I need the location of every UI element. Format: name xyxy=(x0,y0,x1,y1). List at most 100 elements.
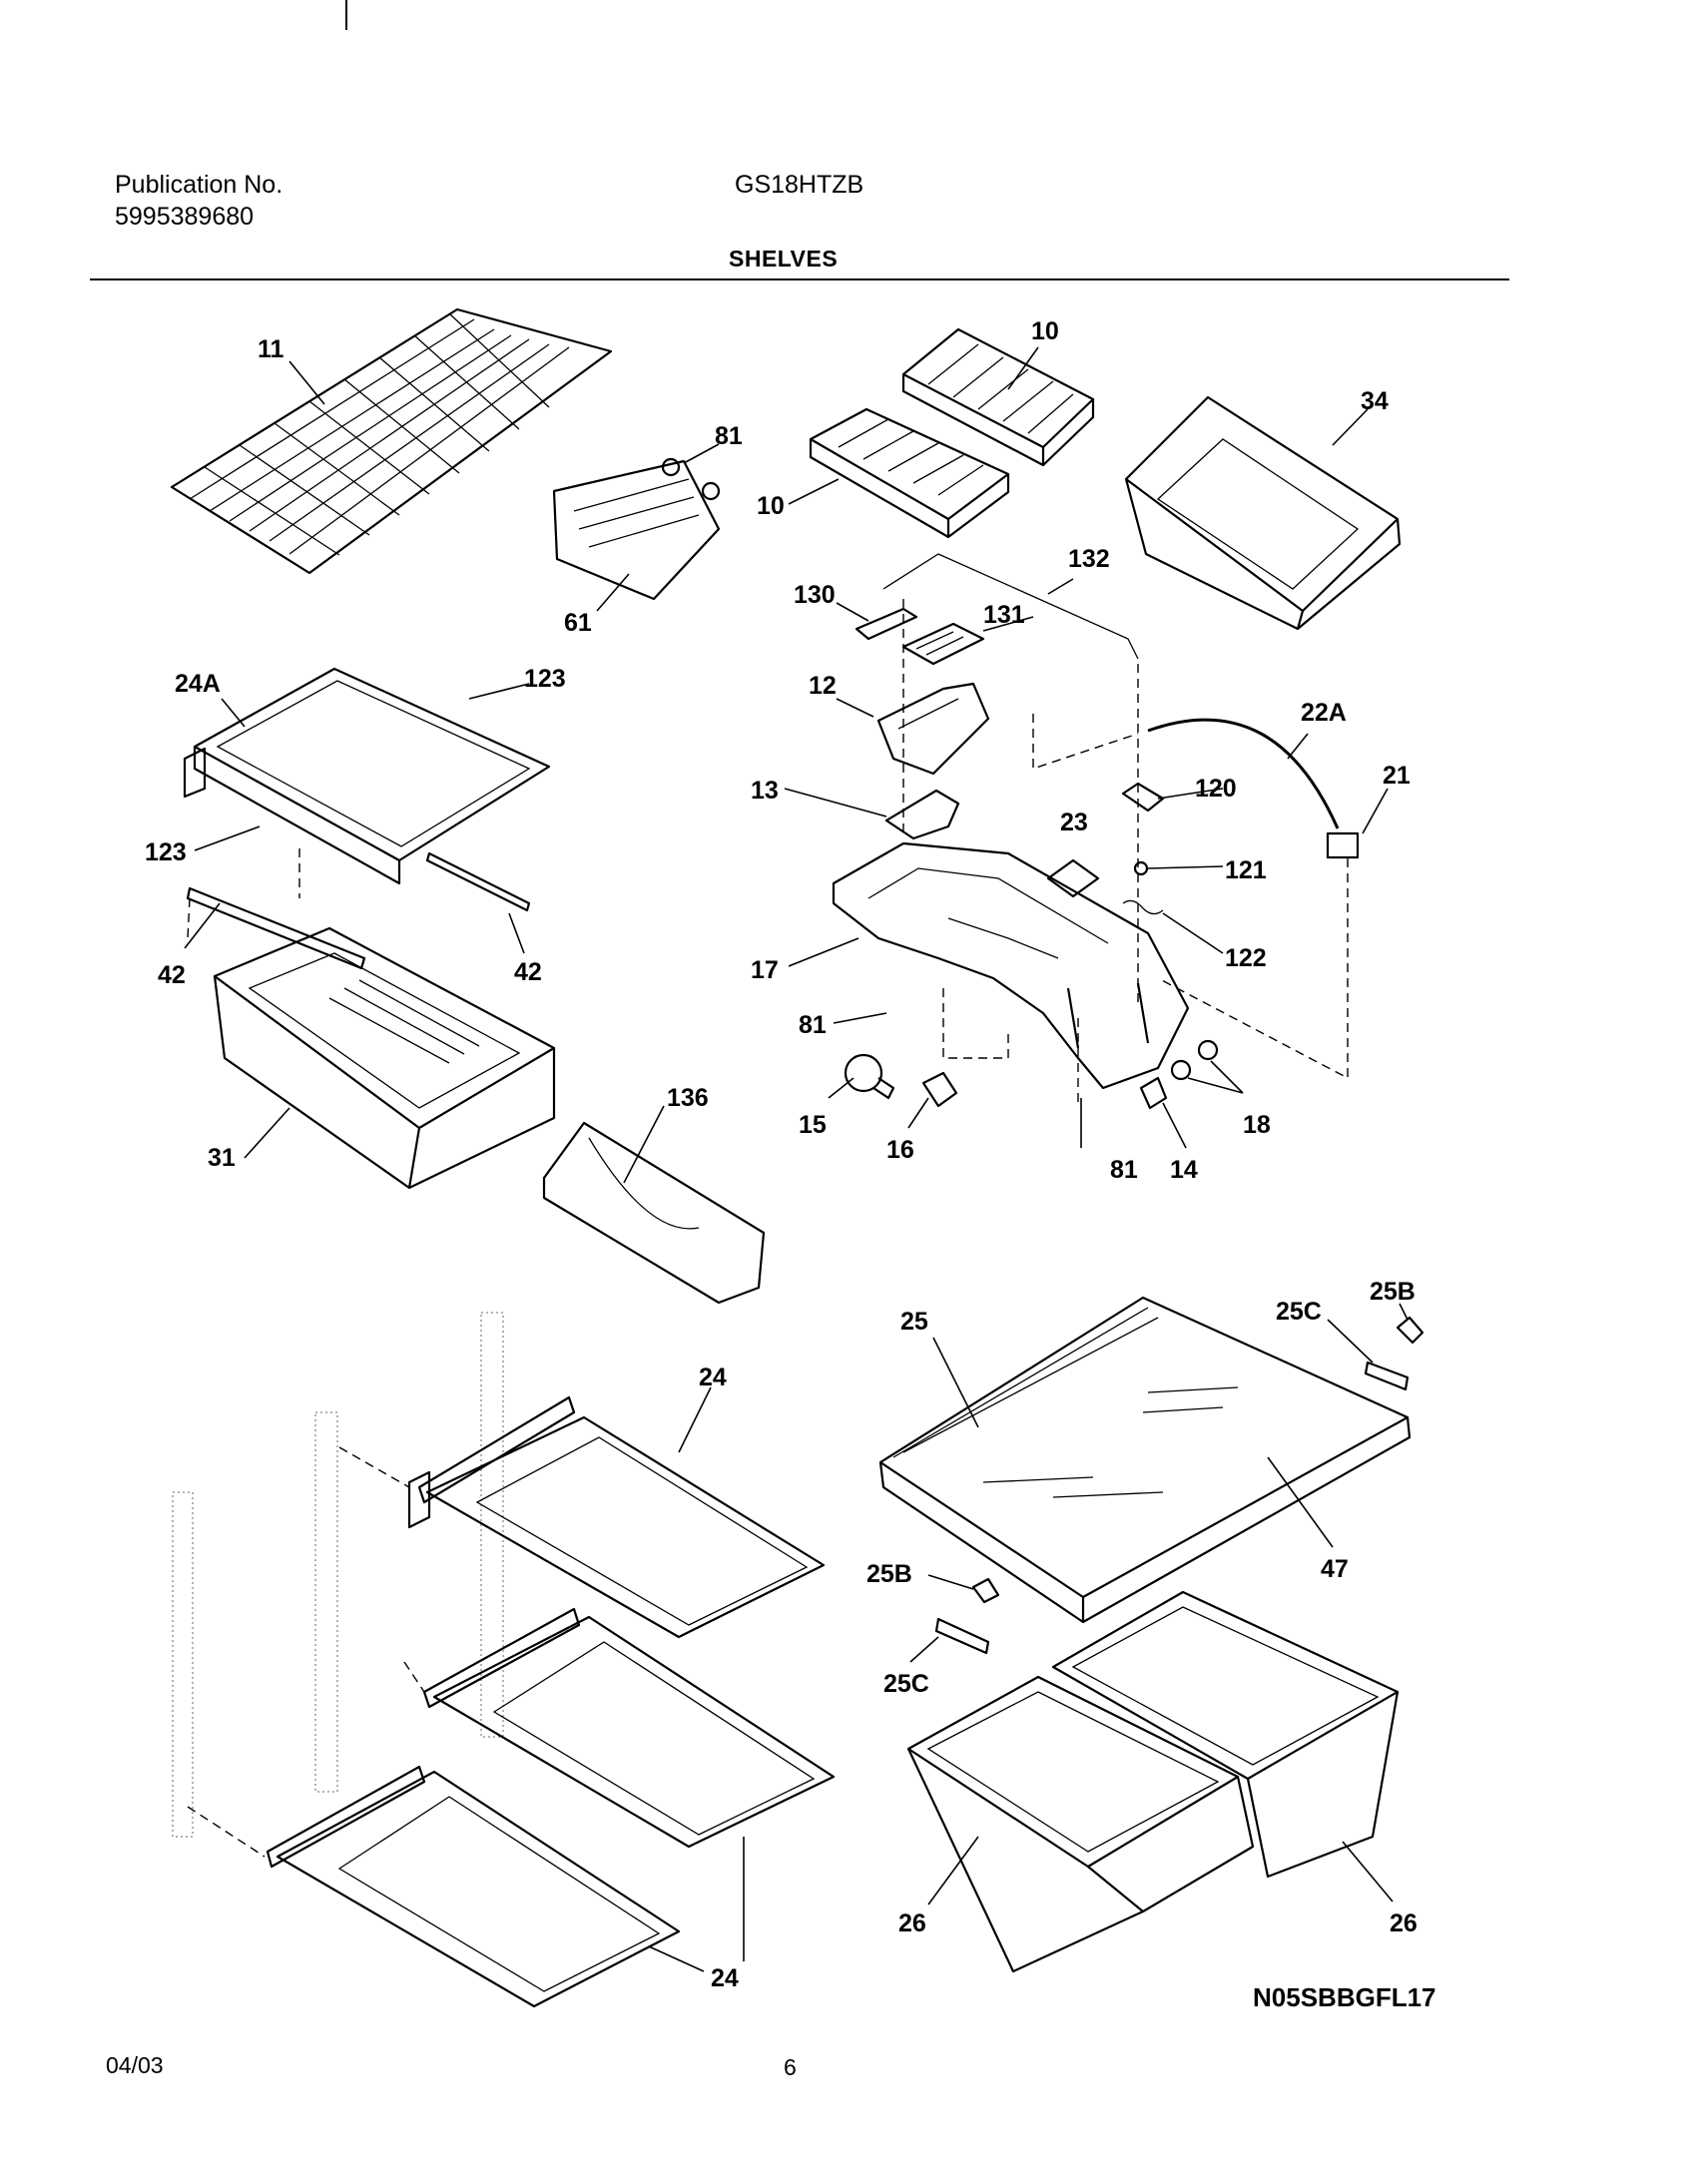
leader-26a xyxy=(927,1836,979,1906)
leader-34 xyxy=(1332,408,1369,446)
callout-123: 123 xyxy=(524,665,566,693)
leader-21 xyxy=(1362,788,1389,834)
callout-42: 42 xyxy=(514,958,542,986)
callout-16: 16 xyxy=(886,1136,914,1164)
part-18-knobs xyxy=(1170,1039,1219,1081)
leader-25 xyxy=(932,1337,979,1428)
callout-131: 131 xyxy=(983,601,1025,629)
part-61-bracket xyxy=(552,457,721,601)
callout-136: 136 xyxy=(667,1084,709,1112)
part-21-motor xyxy=(1326,831,1360,859)
part-34-freezer-bin xyxy=(1124,395,1402,631)
dash-icemaker xyxy=(902,599,1349,1108)
leader-24b-2 xyxy=(648,1945,705,1972)
publication-number: 5995389680 xyxy=(115,203,255,231)
leader-131 xyxy=(982,616,1034,632)
leader-14 xyxy=(1162,1102,1187,1149)
callout-47: 47 xyxy=(1321,1555,1349,1583)
leader-130 xyxy=(836,602,869,622)
part-26-crisper-left xyxy=(906,1675,1255,1973)
callout-61: 61 xyxy=(564,609,592,637)
dash-rails xyxy=(187,1446,425,1858)
callout-10: 10 xyxy=(757,492,785,520)
leader-18a xyxy=(1210,1060,1244,1094)
callout-10: 10 xyxy=(1031,317,1059,345)
part-22A-harness xyxy=(1147,718,1340,829)
callout-24: 24 xyxy=(711,1964,739,1992)
part-12-housing xyxy=(876,682,990,776)
wall-rails xyxy=(172,1312,504,1838)
callout-132: 132 xyxy=(1068,545,1110,573)
part-121-screw xyxy=(1133,860,1149,876)
part-131-cover xyxy=(901,622,985,666)
section-title: SHELVES xyxy=(729,246,839,272)
callout-17: 17 xyxy=(751,956,779,984)
leader-47 xyxy=(1267,1456,1334,1548)
part-31-drawer xyxy=(213,926,556,1190)
callout-25C: 25C xyxy=(1276,1298,1322,1326)
leader-12 xyxy=(836,698,874,718)
part-42-slide-right xyxy=(425,851,531,912)
part-23-switch xyxy=(1046,858,1100,898)
leader-123b xyxy=(194,825,261,851)
leader-13 xyxy=(784,788,887,818)
part-122-spring xyxy=(1122,899,1164,915)
leader-132 xyxy=(1047,578,1074,595)
callout-23: 23 xyxy=(1060,809,1088,836)
diagram-code: N05SBBGFL17 xyxy=(1253,1982,1436,2012)
leader-81b xyxy=(833,1012,887,1024)
callout-26: 26 xyxy=(1390,1910,1418,1937)
callout-26: 26 xyxy=(898,1910,926,1937)
model-number: GS18HTZB xyxy=(735,171,864,199)
callout-22A: 22A xyxy=(1301,699,1347,727)
leader-81a xyxy=(683,443,720,464)
callout-14: 14 xyxy=(1170,1156,1198,1184)
callout-24A: 24A xyxy=(175,670,221,698)
part-25B-clip-right xyxy=(1396,1316,1424,1345)
page-number: 6 xyxy=(784,2054,797,2080)
part-25C-bracket-left xyxy=(934,1617,990,1655)
leader-10b xyxy=(788,478,840,505)
part-25C-bracket-right xyxy=(1364,1361,1410,1391)
part-120-clip xyxy=(1121,782,1165,813)
part-132-wire xyxy=(882,553,1139,660)
leader-42a xyxy=(184,902,221,949)
callout-25B: 25B xyxy=(1370,1278,1416,1306)
callout-21: 21 xyxy=(1383,762,1411,790)
callout-42: 42 xyxy=(158,961,186,989)
part-26-crisper-right xyxy=(1051,1590,1400,1879)
leader-16 xyxy=(907,1097,929,1129)
leader-123a xyxy=(468,683,530,700)
dash-24A-42 xyxy=(187,848,300,939)
leader-26b xyxy=(1342,1841,1394,1903)
leader-120 xyxy=(1157,788,1224,800)
leader-25B-a xyxy=(1399,1303,1409,1321)
part-10-ice-tray-lower xyxy=(809,407,1010,539)
callout-121: 121 xyxy=(1225,856,1267,884)
part-24-shelf-lower xyxy=(266,1765,681,2008)
leader-11 xyxy=(288,360,325,405)
leader-25B-b xyxy=(927,1574,974,1590)
callout-18: 18 xyxy=(1243,1111,1271,1139)
callout-12: 12 xyxy=(809,672,837,700)
leader-25C-a xyxy=(1327,1319,1374,1364)
scan-mark xyxy=(345,0,347,30)
part-13-deflector xyxy=(884,789,960,840)
leader-136 xyxy=(623,1105,665,1184)
part-11-wire-shelf xyxy=(170,307,613,575)
callout-81: 81 xyxy=(715,422,743,450)
header-rule xyxy=(90,278,1509,280)
callout-15: 15 xyxy=(799,1111,827,1139)
callout-123: 123 xyxy=(145,838,187,866)
part-17-dispenser-body xyxy=(832,841,1190,1090)
part-10-ice-tray-upper xyxy=(901,327,1095,467)
callout-122: 122 xyxy=(1225,944,1267,972)
leader-17 xyxy=(788,937,859,967)
callout-25: 25 xyxy=(900,1308,928,1336)
callout-81: 81 xyxy=(1110,1156,1138,1184)
publication-label: Publication No. xyxy=(115,171,284,199)
callout-24: 24 xyxy=(699,1364,727,1391)
leader-42b xyxy=(508,912,525,954)
callout-130: 130 xyxy=(794,581,836,609)
